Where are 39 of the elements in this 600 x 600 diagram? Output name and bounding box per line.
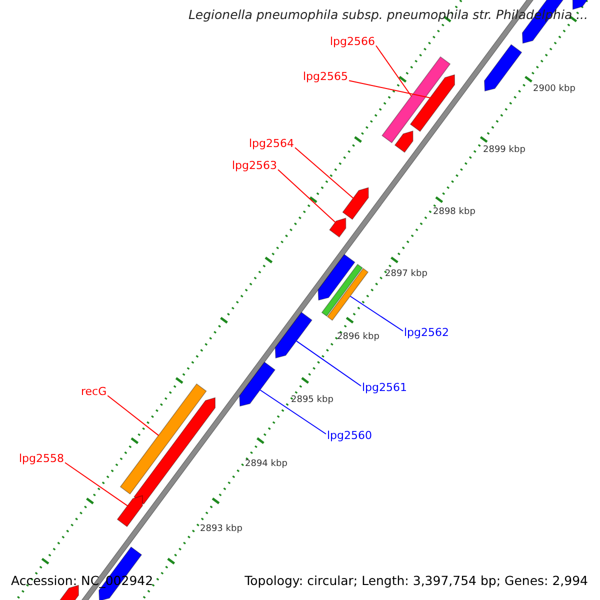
leader-line [64, 462, 128, 506]
gene-block [274, 312, 312, 358]
leader-line [348, 80, 431, 98]
gene-label: lpg2560 [327, 430, 372, 443]
gene-block [342, 187, 369, 220]
gene-block [329, 218, 346, 238]
gene-bar [321, 264, 363, 317]
gene-block [116, 495, 143, 528]
gene-label: lpg2564 [249, 138, 294, 151]
gene-bar [326, 268, 369, 321]
gene-block [239, 362, 276, 407]
position-label: 2895 kbp [291, 395, 334, 406]
position-label: 2898 kbp [433, 207, 476, 218]
position-label: 2896 kbp [337, 332, 380, 342]
gene-bar [120, 383, 207, 495]
gene-label: lpg2561 [362, 382, 408, 395]
gene-label: lpg2563 [232, 160, 278, 173]
gene-block [484, 44, 522, 92]
gene-block [410, 74, 456, 132]
genome-stats: Topology: circular; Length: 3,397,754 bp; Genes: 2,994 [244, 574, 589, 588]
position-label: 2899 kbp [483, 145, 526, 156]
position-label: 2894 kbp [245, 459, 288, 470]
position-label: 2893 kbp [200, 524, 242, 534]
gene-label: lpg2562 [404, 327, 450, 340]
gene-block [318, 254, 356, 301]
gene-bar [382, 56, 451, 144]
leader-line [294, 147, 354, 199]
leader-line [296, 340, 362, 386]
gene-block [133, 397, 216, 505]
leader-line [278, 169, 336, 223]
leader-line [260, 390, 326, 434]
position-label: 2900 kbp [533, 84, 576, 94]
gene-block [394, 130, 414, 153]
gene-label: recG [81, 386, 107, 399]
gene-label: lpg2566 [330, 36, 376, 49]
gene-label: lpg2558 [19, 453, 64, 466]
gene-label: lpg2565 [303, 71, 348, 84]
position-label: 2897 kbp [385, 269, 428, 280]
leader-line [376, 45, 412, 97]
